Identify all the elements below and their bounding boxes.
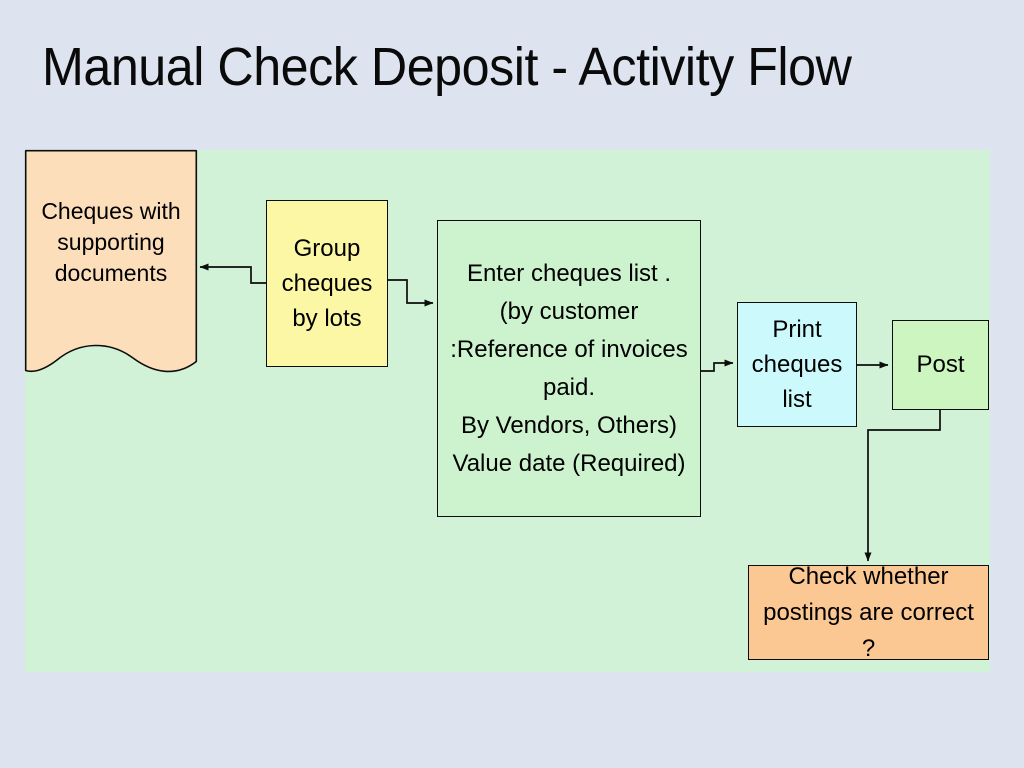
node-post-label: Post xyxy=(916,351,965,378)
node-check-postings-label: Check whether postings are correct ? xyxy=(763,562,974,662)
page-title: Manual Check Deposit - Activity Flow xyxy=(42,37,852,97)
node-print-cheques-label: Print cheques list xyxy=(751,316,843,413)
node-group-cheques[interactable]: Group cheques by lots xyxy=(266,200,388,367)
node-source-documents-label: Cheques with supporting documents xyxy=(41,198,181,286)
node-post[interactable]: Post xyxy=(892,320,989,410)
node-group-cheques-label: Group cheques by lots xyxy=(281,235,373,332)
node-check-postings[interactable]: Check whether postings are correct ? xyxy=(748,563,989,662)
node-enter-cheques-label: Enter cheques list . (by customer :Refer… xyxy=(450,259,688,477)
node-source-documents[interactable]: Cheques with supporting documents xyxy=(25,150,197,372)
node-enter-cheques[interactable]: Enter cheques list . (by customer :Refer… xyxy=(437,220,701,517)
node-print-cheques[interactable]: Print cheques list xyxy=(737,302,857,427)
